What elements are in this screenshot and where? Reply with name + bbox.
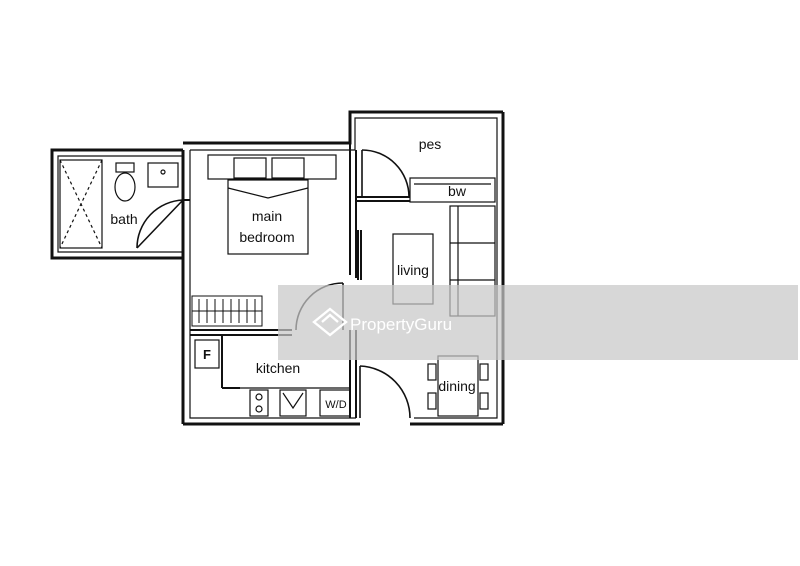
- shower-icon: [59, 159, 103, 249]
- headboard-icon: [207, 154, 337, 180]
- bay-window-icon: [409, 177, 496, 203]
- label-bath: bath: [110, 211, 137, 227]
- wardrobe-icon: [191, 295, 263, 327]
- dining-chair-icon: [479, 392, 489, 410]
- doors: [136, 149, 411, 419]
- label-washer-dryer: W/D: [325, 399, 346, 411]
- stove-icon: [249, 389, 269, 417]
- room-labels: pes bw bath main bedroom living kitchen …: [110, 136, 475, 411]
- label-bedroom-line2: bedroom: [239, 229, 294, 245]
- watermark-band: [278, 285, 798, 360]
- label-living: living: [397, 262, 429, 278]
- watermark: PropertyGuru: [278, 285, 798, 360]
- sink-icon: [147, 162, 179, 188]
- toilet-tank-icon: [115, 162, 135, 173]
- watermark-text: PropertyGuru: [350, 315, 452, 334]
- dining-chair-icon: [427, 363, 437, 381]
- bedroom-fixtures: [191, 154, 337, 327]
- label-bedroom-line1: main: [252, 208, 282, 224]
- dining-chair-icon: [427, 392, 437, 410]
- propertyguru-logo-icon: [312, 307, 348, 337]
- outer-walls: [50, 110, 505, 426]
- kitchen-sink-icon: [279, 389, 307, 417]
- label-pes: pes: [419, 136, 442, 152]
- dining-chair-icon: [479, 363, 489, 381]
- label-dining: dining: [438, 378, 475, 394]
- label-kitchen: kitchen: [256, 360, 300, 376]
- bed-icon: [227, 179, 309, 255]
- washer-dryer-icon: [319, 389, 351, 417]
- kitchen-fixtures: [194, 339, 351, 417]
- interior-walls: [183, 143, 410, 418]
- fridge-icon: [194, 339, 220, 369]
- label-fridge: F: [203, 347, 211, 362]
- bathroom-fixtures: [59, 159, 179, 249]
- label-bw: bw: [448, 183, 467, 199]
- toilet-bowl-icon: [114, 172, 136, 202]
